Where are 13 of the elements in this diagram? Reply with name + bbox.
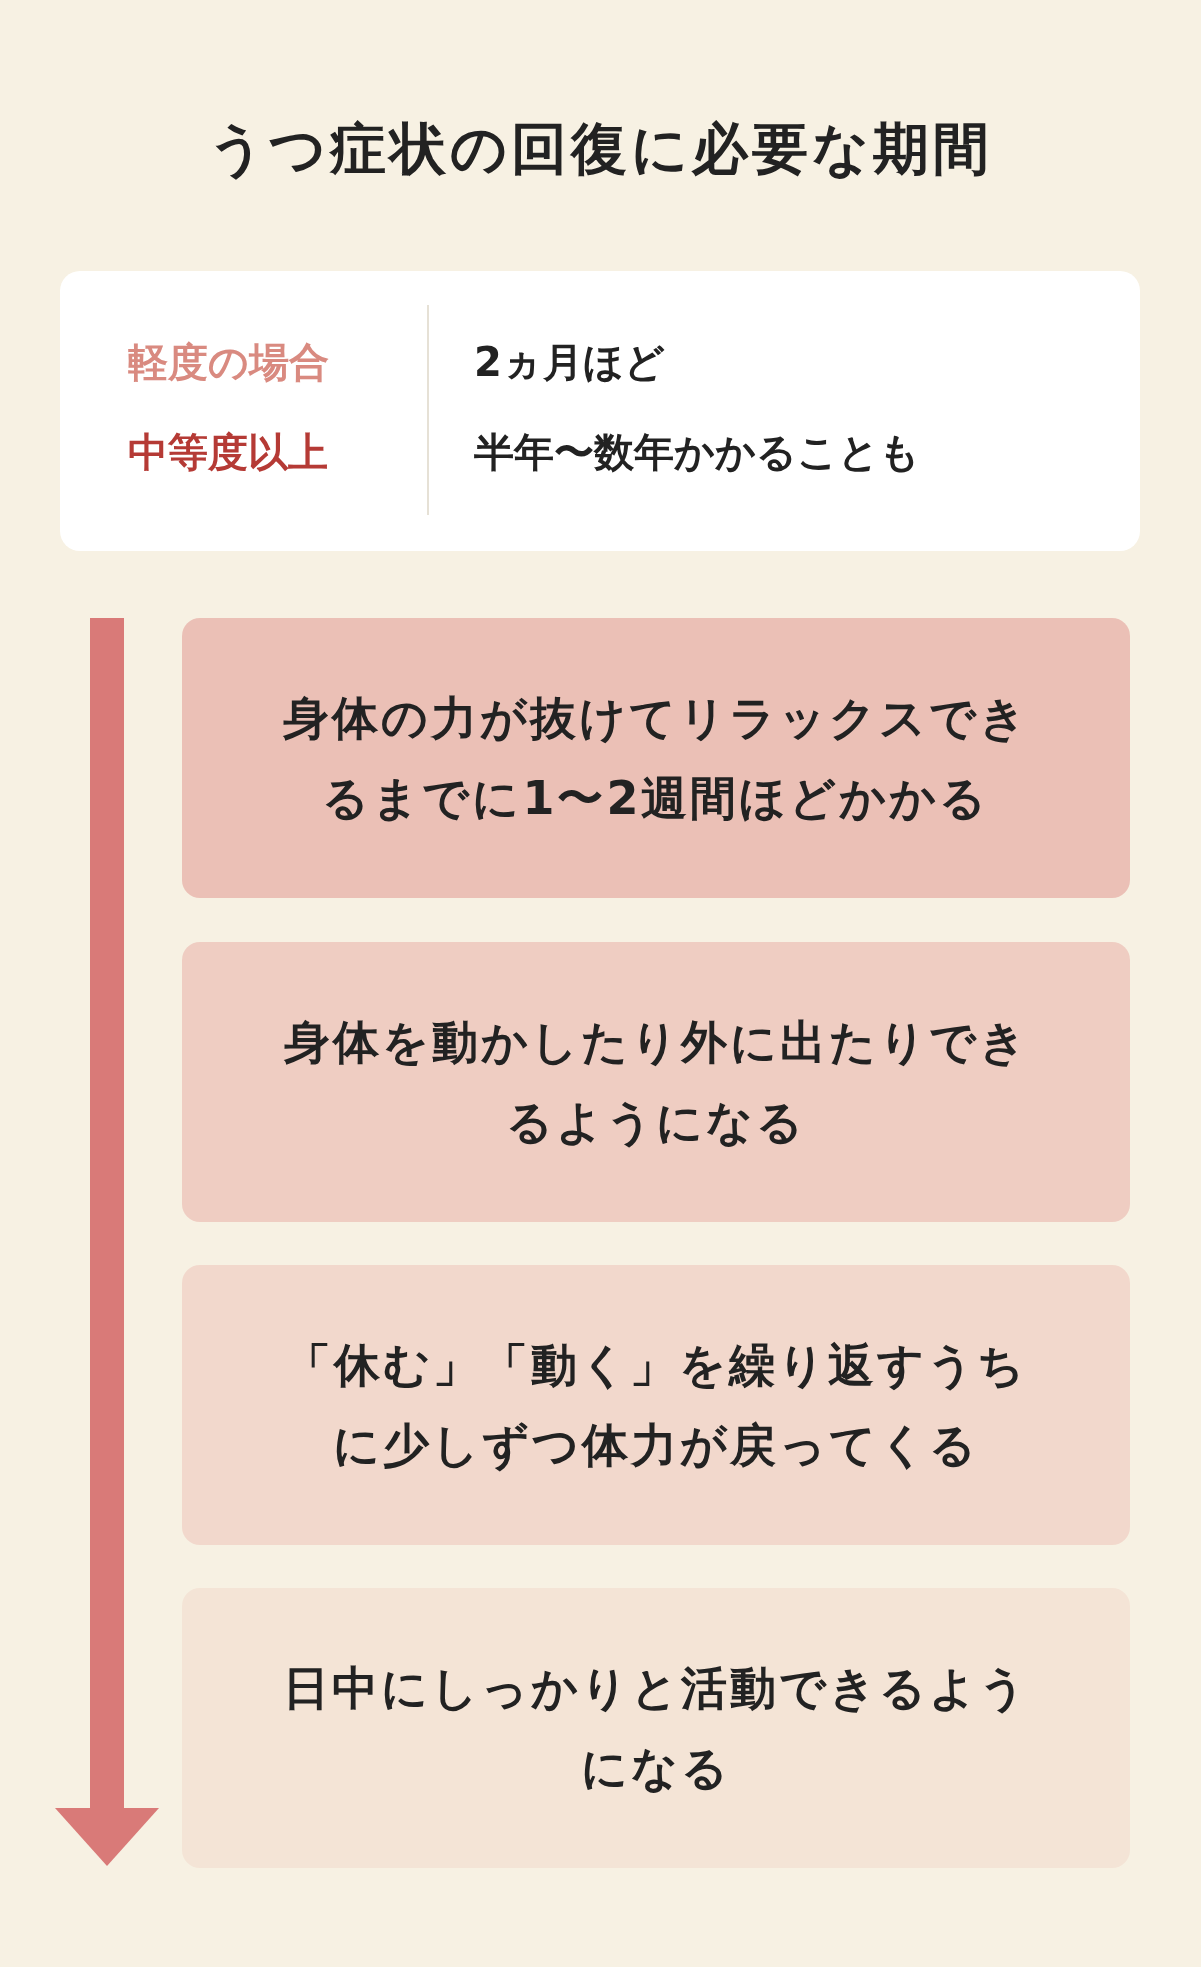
step-box (182, 1265, 1130, 1545)
step-text: 「休む」「動く」を繰り返すうちに少しずつ体力が戻ってくる (284, 1337, 1028, 1474)
severity-label: 軽度の場合 (128, 338, 329, 387)
step-box (182, 942, 1130, 1222)
info-card (60, 271, 1140, 551)
step-box (182, 618, 1130, 898)
duration-text: 半年〜数年かかることも (474, 428, 920, 477)
step-text: 身体の力が抜けてリラックスできるまでに1〜2週間ほどかかる (282, 690, 1030, 827)
severity-label: 中等度以上 (128, 428, 328, 477)
step-text: 日中にしっかりと活動できるようになる (282, 1660, 1030, 1797)
step-text: 身体を動かしたり外に出たりできるようになる (282, 1014, 1030, 1151)
duration-text: 2ヵ月ほど (474, 338, 665, 387)
title: うつ症状の回復に必要な期間 (207, 115, 994, 183)
